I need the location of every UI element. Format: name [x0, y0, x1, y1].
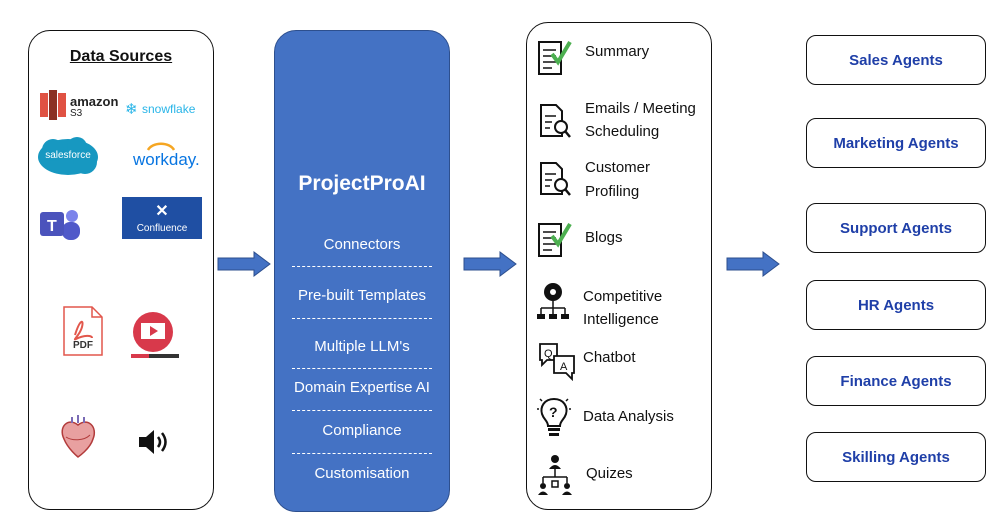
- core-divider: [292, 410, 432, 411]
- document-search-icon: [540, 104, 571, 138]
- snowflake-logo-text: snowflake: [142, 102, 196, 116]
- output-label-emails-line2: Scheduling: [585, 123, 660, 140]
- svg-text:Q: Q: [544, 348, 553, 360]
- core-item-customisation: Customisation: [314, 465, 410, 482]
- output-label-summary: Summary: [585, 43, 650, 60]
- core-divider: [292, 453, 432, 454]
- agent-box-marketing: Marketing Agents: [806, 118, 986, 168]
- lightbulb-question-icon: ?: [537, 397, 571, 436]
- chat-bubbles-icon: Q A: [539, 343, 575, 381]
- agent-box-support: Support Agents: [806, 203, 986, 253]
- amazon-s3-icon: [40, 90, 66, 120]
- checklist-icon: [538, 40, 572, 75]
- agent-box-sales: Sales Agents: [806, 35, 986, 85]
- svg-text:A: A: [560, 361, 568, 373]
- pdf-file-icon: [63, 306, 103, 356]
- confluence-logo: [122, 197, 202, 239]
- svg-text:T: T: [47, 218, 57, 235]
- output-label-customer-line2: Profiling: [585, 183, 640, 200]
- amazon-logo-text: amazon: [70, 94, 119, 109]
- teams-icon: T: [40, 210, 80, 240]
- core-item-templates: Pre-built Templates: [297, 287, 427, 304]
- s3-logo-text: S3: [70, 108, 83, 119]
- core-item-compliance: Compliance: [322, 422, 402, 439]
- output-label-chatbot: Chatbot: [583, 349, 636, 366]
- projectproai-panel: [274, 30, 450, 512]
- salesforce-icon: [38, 137, 98, 175]
- confluence-icon: ✕: [155, 203, 169, 220]
- output-label-blogs: Blogs: [585, 229, 623, 246]
- document-search-icon: [540, 162, 571, 196]
- data-sources-title: Data Sources: [69, 48, 173, 65]
- svg-text:?: ?: [549, 404, 558, 420]
- output-label-quizes: Quizes: [586, 465, 633, 482]
- data-sources-panel: [28, 30, 214, 510]
- output-label-data-analysis: Data Analysis: [583, 408, 674, 425]
- agent-box-hr: HR Agents: [806, 280, 986, 330]
- core-item-llms: Multiple LLM's: [314, 338, 410, 355]
- output-label-emails-line1: Emails / Meeting: [585, 100, 696, 117]
- core-divider: [292, 318, 432, 319]
- salesforce-logo-text: salesforce: [45, 150, 91, 161]
- workday-arc-icon: [146, 142, 176, 151]
- core-item-connectors: Connectors: [323, 236, 401, 253]
- video-player-icon: [131, 312, 179, 358]
- network-people-icon: [538, 455, 572, 495]
- output-label-competitive-line2: Intelligence: [583, 311, 659, 328]
- core-title: ProjectProAI: [298, 172, 426, 195]
- output-label-customer-line1: Customer: [585, 159, 651, 176]
- pdf-logo-text: PDF: [73, 340, 93, 351]
- workday-logo-text: workday.: [133, 150, 200, 169]
- confluence-logo-text: Confluence: [136, 223, 188, 234]
- org-chart-icon: [537, 283, 569, 319]
- checklist-icon: [538, 222, 572, 257]
- speaker-icon: [139, 430, 167, 454]
- arrow-outputs-to-agents: [726, 251, 780, 277]
- heart-anatomy-image: [61, 415, 95, 458]
- core-divider: [292, 266, 432, 267]
- outputs-panel: [526, 22, 712, 510]
- arrow-core-to-outputs: [463, 251, 517, 277]
- arrow-sources-to-core: [217, 251, 271, 277]
- agent-box-finance: Finance Agents: [806, 356, 986, 406]
- core-item-domain-expertise: Domain Expertise AI: [294, 379, 430, 396]
- agent-box-skilling: Skilling Agents: [806, 432, 986, 482]
- core-divider: [292, 368, 432, 369]
- output-label-competitive-line1: Competitive: [583, 288, 663, 305]
- snowflake-icon: ❄: [125, 101, 138, 118]
